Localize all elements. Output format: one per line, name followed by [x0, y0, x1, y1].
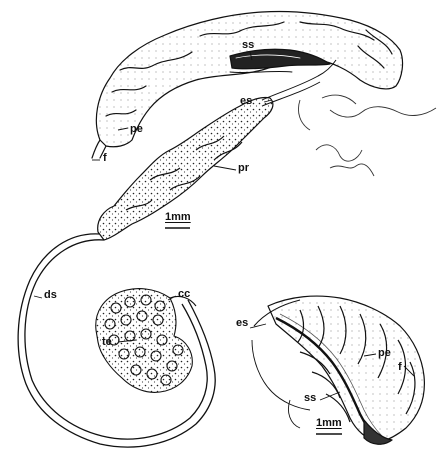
label-right-ss: ss: [304, 393, 316, 404]
scale-label-bottom: 1mm: [316, 418, 342, 429]
label-te: te: [102, 337, 112, 348]
label-ds: ds: [44, 290, 57, 301]
label-right-pe: pe: [378, 348, 391, 359]
label-right-es: es: [236, 318, 248, 329]
background-tissue-lines: [298, 95, 436, 176]
label-top-pe: pe: [130, 124, 143, 135]
label-top-f: f: [103, 153, 107, 164]
label-top-es: es: [240, 96, 252, 107]
label-pr: pr: [238, 163, 249, 174]
upper-organ-drawing: [92, 11, 403, 158]
label-top-ss: ss: [242, 40, 254, 51]
label-right-f: f: [398, 362, 402, 373]
label-cc: cc: [178, 289, 190, 300]
scale-label-top: 1mm: [165, 212, 191, 223]
